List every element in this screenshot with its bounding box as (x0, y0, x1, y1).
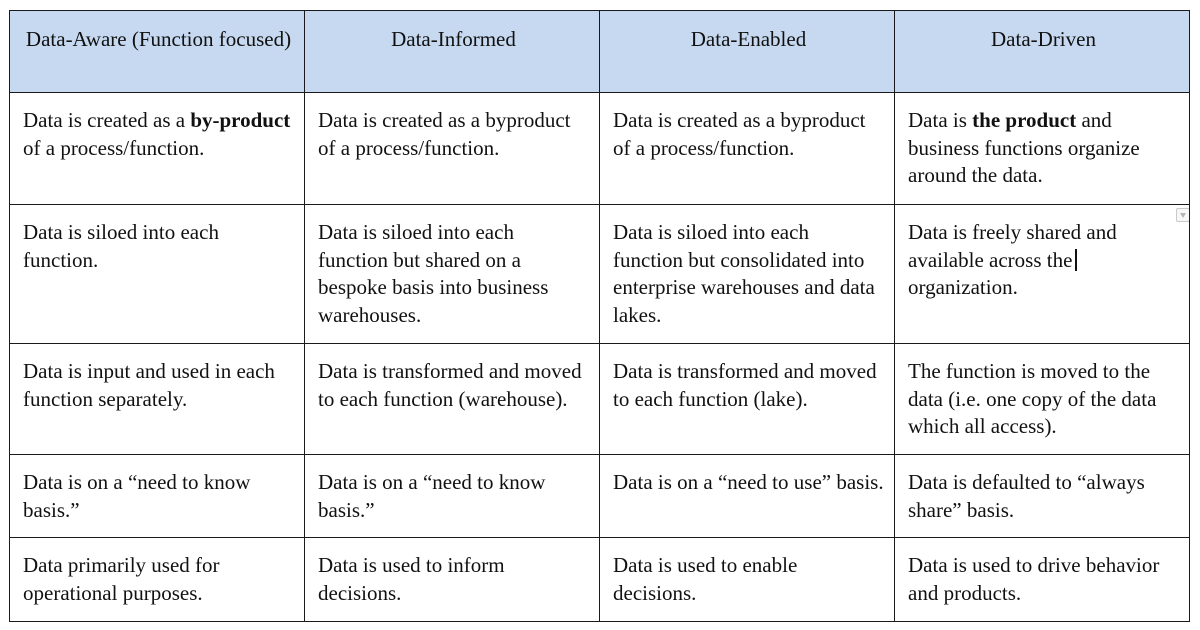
cell-text: Data is created as a by-product of a pro… (23, 108, 291, 160)
header-data-driven: Data-Driven (894, 10, 1190, 93)
table-cell: Data is used to inform decisions. (304, 537, 600, 622)
table-cell-editable[interactable]: Data is freely shared and available acro… (894, 204, 1190, 344)
table-cell: Data is used to enable decisions. (599, 537, 895, 622)
table-row: Data primarily used for operational purp… (9, 537, 1190, 622)
cell-text: Data is input and used in each function … (23, 359, 275, 411)
header-row: Data-Aware (Function focused) Data-Infor… (9, 10, 1190, 93)
cell-text: Data is transformed and moved to each fu… (318, 359, 582, 411)
cell-text: Data is siloed into each function but co… (613, 220, 875, 327)
cell-text: Data is used to drive behavior and produ… (908, 553, 1160, 605)
dropdown-marker-icon[interactable] (1176, 208, 1189, 222)
data-maturity-table: Data-Aware (Function focused) Data-Infor… (9, 10, 1190, 622)
cell-text: Data is used to enable decisions. (613, 553, 798, 605)
cell-text: The function is moved to the data (i.e. … (908, 359, 1157, 438)
table-cell: Data is siloed into each function. (9, 204, 305, 344)
cell-text: Data is the product and business functio… (908, 108, 1140, 187)
cell-text: Data is on a “need to use” basis. (613, 470, 884, 494)
text-cursor-icon (1075, 248, 1078, 271)
table-cell: Data is siloed into each function but co… (599, 204, 895, 344)
cell-text: Data is on a “need to know basis.” (318, 470, 546, 522)
cell-text: Data is defaulted to “always share” basi… (908, 470, 1145, 522)
table-cell: Data is transformed and moved to each fu… (304, 343, 600, 455)
table-row: Data is on a “need to know basis.” Data … (9, 454, 1190, 538)
table-row: Data is siloed into each function. Data … (9, 204, 1190, 344)
cell-text: Data is on a “need to know basis.” (23, 470, 251, 522)
table-row: Data is created as a by-product of a pro… (9, 92, 1190, 205)
table-cell: Data is input and used in each function … (9, 343, 305, 455)
table-cell: Data primarily used for operational purp… (9, 537, 305, 622)
table-row: Data is input and used in each function … (9, 343, 1190, 455)
table-cell: Data is used to drive behavior and produ… (894, 537, 1190, 622)
table-header: Data-Aware (Function focused) Data-Infor… (9, 10, 1190, 93)
header-data-aware: Data-Aware (Function focused) (9, 10, 305, 93)
table-cell: Data is created as a by-product of a pro… (9, 92, 305, 205)
cell-text: Data is created as a byproduct of a proc… (318, 108, 571, 160)
table-cell: Data is on a “need to know basis.” (304, 454, 600, 538)
table-body: Data is created as a by-product of a pro… (9, 92, 1190, 622)
cell-text: Data is siloed into each function. (23, 220, 219, 272)
table-cell: Data is on a “need to use” basis. (599, 454, 895, 538)
header-data-informed: Data-Informed (304, 10, 600, 93)
table-cell: Data is the product and business functio… (894, 92, 1190, 205)
cell-text: Data is freely shared and available acro… (908, 220, 1117, 299)
cell-text: Data is siloed into each function but sh… (318, 220, 549, 327)
table-cell: The function is moved to the data (i.e. … (894, 343, 1190, 455)
table-cell: Data is siloed into each function but sh… (304, 204, 600, 344)
header-data-enabled: Data-Enabled (599, 10, 895, 93)
table-cell: Data is on a “need to know basis.” (9, 454, 305, 538)
cell-text: Data is created as a byproduct of a proc… (613, 108, 866, 160)
cell-text: Data primarily used for operational purp… (23, 553, 220, 605)
table-cell: Data is transformed and moved to each fu… (599, 343, 895, 455)
cell-text: Data is used to inform decisions. (318, 553, 505, 605)
table-cell: Data is defaulted to “always share” basi… (894, 454, 1190, 538)
table-cell: Data is created as a byproduct of a proc… (304, 92, 600, 205)
table-cell: Data is created as a byproduct of a proc… (599, 92, 895, 205)
cell-text: Data is transformed and moved to each fu… (613, 359, 877, 411)
